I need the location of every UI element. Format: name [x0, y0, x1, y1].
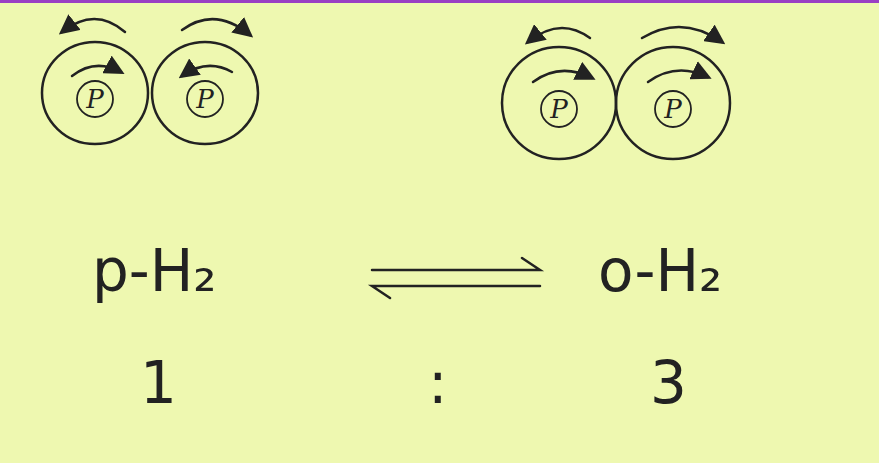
proton-circle: P — [150, 40, 260, 146]
proton-letter: P — [550, 94, 568, 124]
ratio-text: : — [428, 352, 448, 416]
proton-letter: P — [664, 94, 682, 124]
proton-circle: P — [40, 40, 150, 146]
proton-circle: P — [500, 45, 618, 161]
proton-circle: P — [614, 45, 732, 161]
species-label: o-H₂ — [598, 240, 722, 304]
ratio-text: 1 — [140, 352, 177, 416]
ratio-text: 3 — [650, 352, 687, 416]
top-border — [0, 0, 879, 3]
species-label: p-H₂ — [92, 240, 217, 304]
proton-letter: P — [196, 84, 214, 114]
proton-letter: P — [86, 84, 104, 114]
